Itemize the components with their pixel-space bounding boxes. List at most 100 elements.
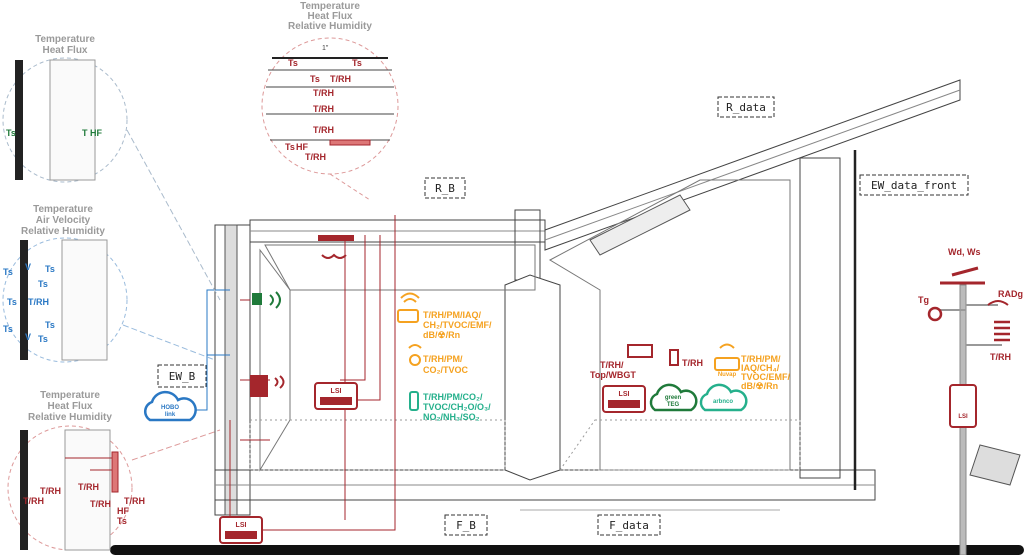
svg-text:T/RH: T/RH xyxy=(990,352,1011,362)
sensor-wbgt: T/RH/ Top/WBGT xyxy=(590,344,653,380)
svg-text:Top/WBGT: Top/WBGT xyxy=(590,370,636,380)
lsi-logger-room: LSI xyxy=(602,385,646,413)
svg-text:Wd, Ws: Wd, Ws xyxy=(948,247,981,257)
zone-r-b: R_B xyxy=(435,182,455,195)
svg-text:Relative Humidity: Relative Humidity xyxy=(28,412,112,423)
svg-text:NO₂/NH₃/SO₂: NO₂/NH₃/SO₂ xyxy=(423,412,480,422)
svg-text:HOBO: HOBO xyxy=(161,405,179,411)
svg-text:Air Velocity: Air Velocity xyxy=(36,215,91,226)
svg-text:T/RH: T/RH xyxy=(330,74,351,84)
svg-text:CH₂/TVOC/EMF/: CH₂/TVOC/EMF/ xyxy=(423,320,492,330)
svg-text:Ts: Ts xyxy=(285,142,295,152)
svg-text:T/RH: T/RH xyxy=(313,104,334,114)
svg-text:T/RH: T/RH xyxy=(313,88,334,98)
sensor-iaq-multi: T/RH/PM/IAQ/ CH₂/TVOC/EMF/ dB/☢/Rn xyxy=(397,292,492,340)
ground-line xyxy=(110,545,1024,555)
svg-text:dB/☢/Rn: dB/☢/Rn xyxy=(741,381,778,391)
svg-text:T/RH/PM/IAQ/: T/RH/PM/IAQ/ xyxy=(423,310,481,320)
svg-text:dB/☢/Rn: dB/☢/Rn xyxy=(423,330,460,340)
svg-text:Ts: Ts xyxy=(117,516,127,526)
green-sensor-marker xyxy=(252,291,281,309)
svg-text:T/RH: T/RH xyxy=(78,482,99,492)
svg-text:Temperature: Temperature xyxy=(40,390,100,401)
zone-ew-b: EW_B xyxy=(169,370,196,383)
hobo-link-cloud-icon: HOBO link xyxy=(143,390,197,422)
red-wall-sensor-markers xyxy=(250,235,354,397)
wall-detail-top: Temperature Heat Flux Ts T HF xyxy=(2,34,221,301)
svg-text:LSI: LSI xyxy=(331,388,342,395)
svg-text:T/RH/PM/: T/RH/PM/ xyxy=(423,354,463,364)
zone-f-data: F_data xyxy=(609,519,649,532)
svg-text:T/RH/: T/RH/ xyxy=(600,360,624,370)
svg-text:LSI: LSI xyxy=(958,414,968,420)
sensor-co2: T/RH/PM/ CO₂/TVOC xyxy=(408,344,469,375)
svg-text:TEG: TEG xyxy=(667,402,680,408)
svg-text:Heat Flux: Heat Flux xyxy=(42,45,87,56)
building-section xyxy=(214,79,961,516)
green-teg-cloud-icon: green TEG xyxy=(649,383,698,412)
sensor-gas: T/RH/PM/CO₂/ TVOC/CH₂O/O₃/ NO₂/NH₃/SO₂ xyxy=(409,391,491,422)
svg-text:Ts: Ts xyxy=(310,74,320,84)
roof-heading-2: Heat Flux xyxy=(307,11,352,22)
svg-text:T/RH: T/RH xyxy=(40,486,61,496)
svg-text:Ts: Ts xyxy=(3,324,13,334)
sensor-trh: T/RH xyxy=(669,349,703,368)
svg-text:T/RH: T/RH xyxy=(313,125,334,135)
svg-text:T/RH: T/RH xyxy=(23,496,44,506)
svg-text:HF: HF xyxy=(117,506,129,516)
svg-text:Heat Flux: Heat Flux xyxy=(47,401,92,412)
sensor-nuvap: Nuvap T/RH/PM/ IAQ/CH₄/ TVOC/EMF/ dB/☢/R… xyxy=(714,343,790,391)
svg-text:Ts: Ts xyxy=(352,58,362,68)
svg-text:Ts: Ts xyxy=(7,297,17,307)
svg-text:T/RH: T/RH xyxy=(305,152,326,162)
svg-text:V: V xyxy=(25,332,31,342)
svg-text:Relative Humidity: Relative Humidity xyxy=(21,226,105,237)
svg-text:1": 1" xyxy=(322,45,329,52)
svg-text:V: V xyxy=(25,262,31,272)
svg-text:T: T xyxy=(82,128,88,138)
svg-text:LSI: LSI xyxy=(619,391,630,398)
svg-text:Ts: Ts xyxy=(45,320,55,330)
svg-text:T/RH: T/RH xyxy=(90,499,111,509)
svg-text:Temperature: Temperature xyxy=(35,34,95,45)
svg-text:arbnco: arbnco xyxy=(713,399,733,405)
arbnco-cloud-icon: arbnco xyxy=(699,383,748,412)
svg-text:green: green xyxy=(665,395,682,401)
zone-f-b: F_B xyxy=(456,519,476,532)
svg-text:TVOC/CH₂O/O₃/: TVOC/CH₂O/O₃/ xyxy=(423,402,491,412)
svg-text:T/RH/PM/CO₂/: T/RH/PM/CO₂/ xyxy=(423,392,483,402)
roof-heading-3: Relative Humidity xyxy=(288,21,372,32)
solar-panel xyxy=(969,444,1021,486)
svg-text:Ts: Ts xyxy=(38,279,48,289)
wall-detail-middle: Temperature Air Velocity Relative Humidi… xyxy=(2,204,216,363)
svg-text:T/RH: T/RH xyxy=(682,358,703,368)
svg-text:RADg: RADg xyxy=(998,289,1023,299)
zone-tags: R_B R_data EW_data_front EW_B F_B F_data xyxy=(157,96,969,536)
svg-text:HF: HF xyxy=(90,128,102,138)
svg-text:T/RH/PM/: T/RH/PM/ xyxy=(741,354,781,364)
svg-text:link: link xyxy=(165,412,176,418)
lsi-logger-wall: LSI xyxy=(314,382,358,410)
roof-heading-1: Temperature xyxy=(300,1,360,12)
svg-text:TVOC/EMF/: TVOC/EMF/ xyxy=(741,372,790,382)
svg-text:HF: HF xyxy=(296,142,308,152)
sensor-wiring xyxy=(222,215,396,531)
svg-text:Ts: Ts xyxy=(288,58,298,68)
wall-detail-bottom: Temperature Heat Flux Relative Humidity … xyxy=(7,390,221,551)
svg-text:Ts: Ts xyxy=(45,264,55,274)
svg-text:Ts: Ts xyxy=(38,334,48,344)
svg-text:Nuvap: Nuvap xyxy=(718,372,737,378)
svg-text:T/RH: T/RH xyxy=(28,297,49,307)
lsi-logger-floor: LSI xyxy=(219,516,263,544)
svg-text:Ts: Ts xyxy=(3,267,13,277)
svg-text:Temperature: Temperature xyxy=(33,204,93,215)
svg-text:Tg: Tg xyxy=(918,295,929,305)
roof-detail: Temperature Heat Flux Relative Humidity … xyxy=(261,1,399,201)
zone-r-data: R_data xyxy=(726,101,766,114)
svg-text:Ts: Ts xyxy=(6,128,16,138)
svg-text:T/RH: T/RH xyxy=(124,496,145,506)
svg-text:CO₂/TVOC: CO₂/TVOC xyxy=(423,365,469,375)
weather-station: Wd, Ws RADg Tg T/RH LSI xyxy=(918,247,1023,555)
blue-wiring xyxy=(192,289,230,411)
